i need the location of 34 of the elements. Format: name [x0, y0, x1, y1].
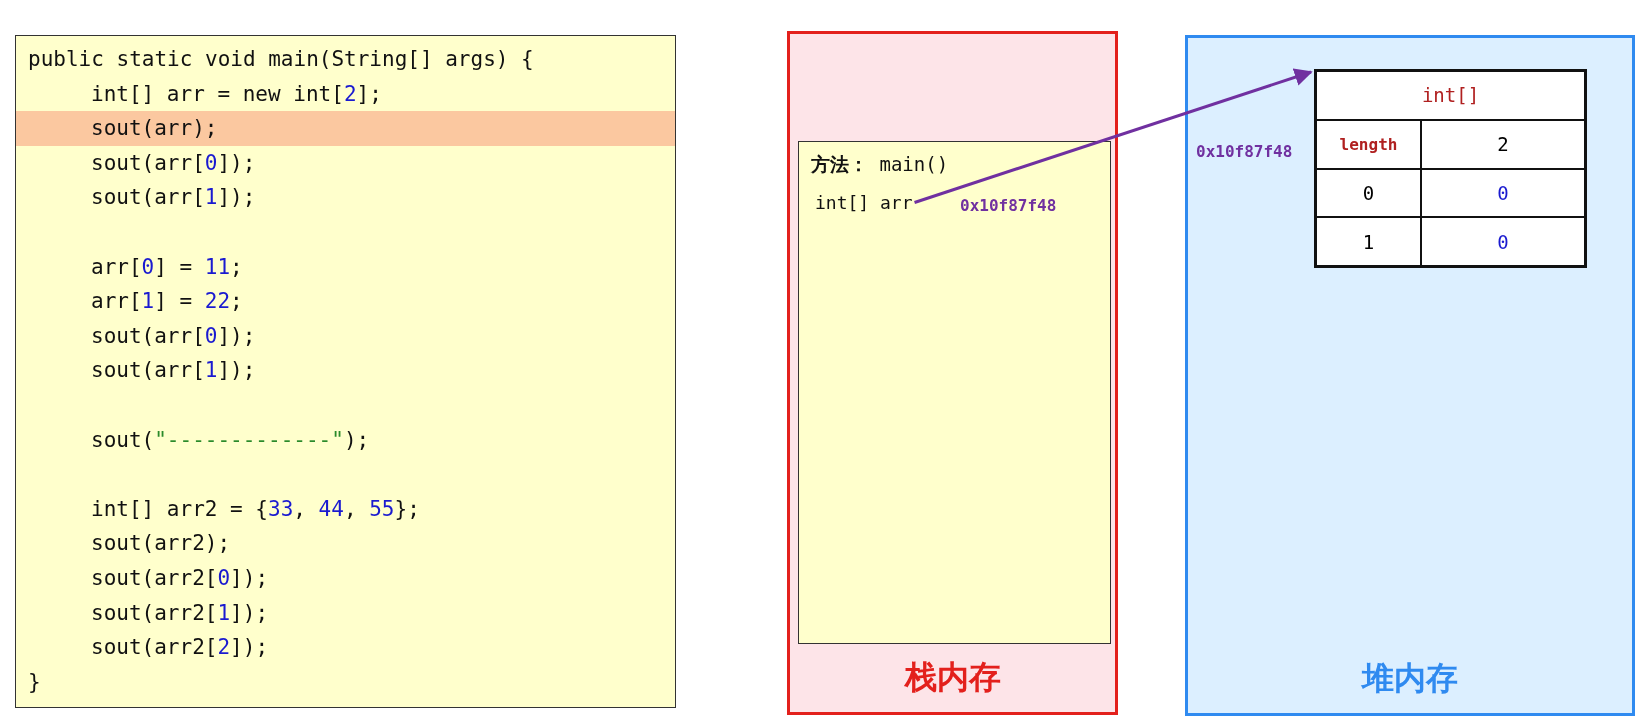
arrow [914, 68, 1313, 204]
element-value: 0 [1421, 217, 1585, 266]
code-line: sout(arr[0]); [90, 149, 257, 177]
code-line: sout(arr2[0]); [90, 565, 270, 592]
code-line: int[] arr2 = {33, 44, 55}; [90, 495, 421, 523]
code-line: int[] arr = new int[2]; [90, 80, 383, 108]
address-label: 0x10f87f48 [960, 196, 1057, 215]
region-title: 堆内存 [1362, 658, 1458, 699]
code-line: sout(arr[1]); [90, 184, 257, 212]
index-label: 0 [1316, 168, 1421, 218]
code-line: arr[1] = 22; [90, 288, 244, 316]
code-line: sout(arr2[2]); [90, 634, 270, 662]
array-object [1314, 69, 1587, 268]
region-title: 栈内存 [904, 657, 1001, 698]
code-line: arr[0] = 11; [90, 253, 244, 281]
code-panel [15, 35, 676, 708]
code-line: public static void main(String[] args) { [27, 46, 535, 73]
address-label: 0x10f87f48 [1196, 142, 1293, 161]
index-label: 1 [1316, 217, 1421, 266]
element-value: 0 [1421, 168, 1585, 218]
code-line: sout("-------------"); [90, 426, 371, 454]
stack-frame [798, 141, 1111, 644]
code-line: sout(arr[1]); [90, 357, 257, 385]
length-value: 2 [1421, 119, 1585, 169]
stack-region [787, 31, 1118, 715]
variable-label: int[] arr [815, 192, 913, 213]
code-line: sout(arr2[1]); [90, 599, 270, 627]
code-line: } [27, 668, 42, 696]
type-header: int[] [1316, 71, 1585, 120]
heap-region [1185, 35, 1635, 716]
code-line: sout(arr2); [90, 530, 232, 558]
frame-title: 方法： main() [811, 152, 949, 177]
code-line: sout(arr[0]); [90, 322, 257, 350]
field-name: length [1316, 119, 1421, 169]
